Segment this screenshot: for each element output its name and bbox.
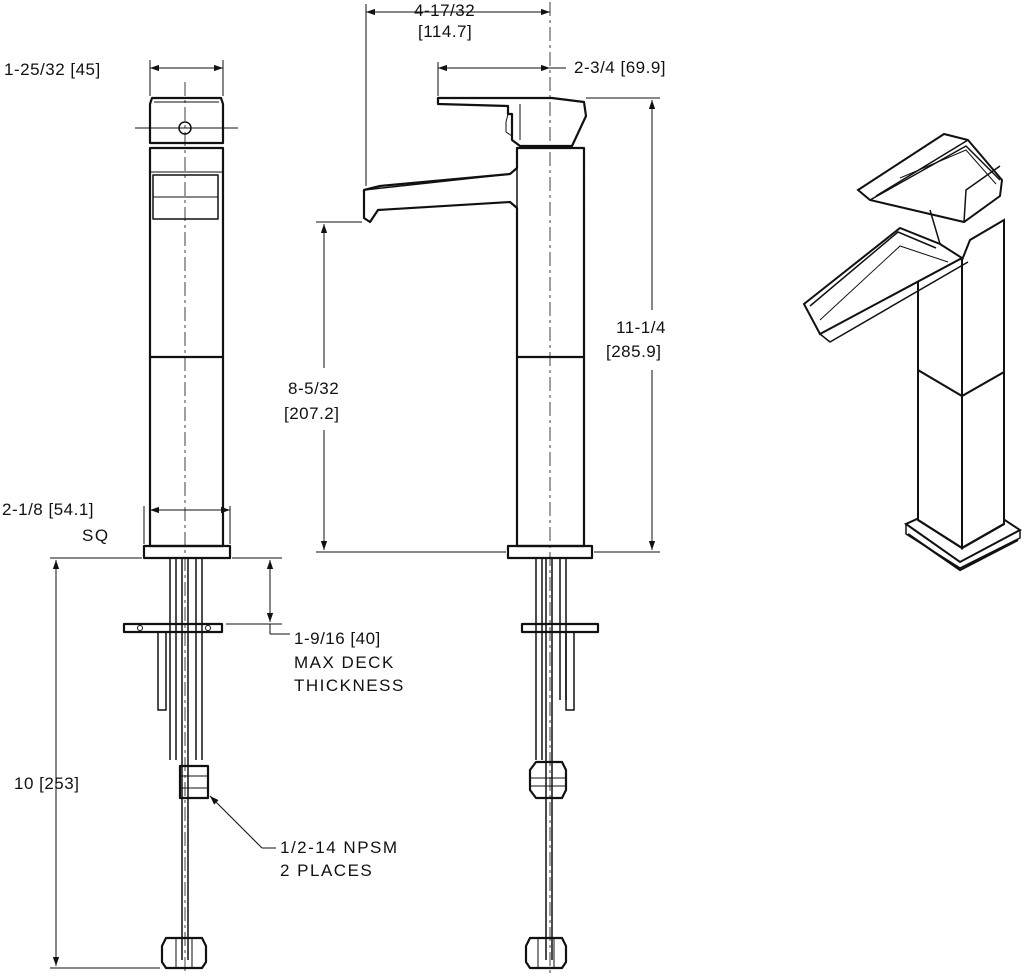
base-size-label: 2-1/8 [54.1] [2,500,94,519]
supply-length-label: 10 [253] [14,774,79,793]
deck-thickness-label: 1-9/16 [40] [294,629,381,648]
handle-reach-label: 2-3/4 [69.9] [574,58,666,77]
isometric-view [802,132,1022,572]
spout-reach-label: 4-17/32 [414,1,475,20]
connection-label: 1/2-14 NPSM [280,838,399,857]
handle-width-label: 1-25/32 [45] [4,60,101,79]
front-view [362,2,600,975]
deck-thickness-note-2: THICKNESS [294,676,405,695]
spout-height-mm-label: [207.2] [284,404,340,423]
spout-height-label: 8-5/32 [288,379,339,398]
total-height-label: 11-1/4 [616,318,666,337]
base-size-note: SQ [82,526,110,545]
total-height-mm-label: [285.9] [606,342,662,361]
front-dimensions: 4-17/32 [114.7] 2-3/4 [69.9] 11-1/4 [285… [284,1,666,553]
side-view [122,82,238,975]
connection-note: 2 PLACES [280,861,373,880]
deck-thickness-note-1: MAX DECK [294,653,395,672]
spout-reach-mm-label: [114.7] [418,22,472,41]
side-dimensions: 1-25/32 [45] 2-1/8 [54.1] SQ 1-9/16 [40]… [2,60,405,969]
